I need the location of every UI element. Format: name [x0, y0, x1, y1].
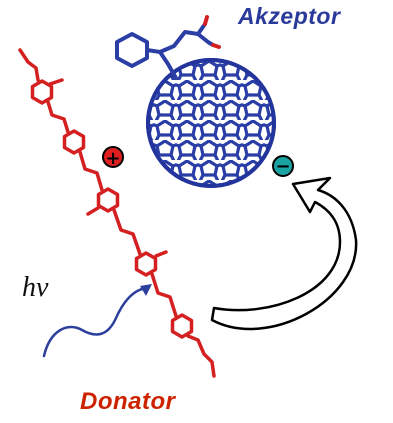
photon-wave-arrow — [42, 284, 152, 358]
polymer-end-chain — [18, 48, 40, 82]
polymer-vinylene-bond — [150, 272, 178, 318]
polymer-ring — [96, 187, 120, 213]
electron-transfer-arrow — [210, 176, 358, 331]
acceptor-label: Akzeptor — [238, 3, 341, 29]
polymer-vinylene-bond — [46, 100, 70, 134]
polymer-chain — [18, 48, 216, 378]
fullerene-side-chain — [115, 15, 221, 80]
polymer-end-chain — [186, 334, 216, 378]
donor-label: Donator — [80, 388, 176, 415]
polymer-side-group — [48, 78, 64, 86]
svg-text:+: + — [105, 148, 120, 169]
polymer-ring — [134, 251, 158, 277]
polymer-vinylene-bond — [78, 150, 104, 192]
polymer-vinylene-bond — [112, 208, 142, 256]
svg-text:−: − — [275, 156, 290, 177]
positive-charge: + — [102, 146, 124, 169]
polymer-ring — [62, 129, 86, 155]
polymer-side-group — [86, 206, 100, 216]
negative-charge: − — [272, 155, 294, 177]
polymer-ring — [30, 79, 54, 105]
polymer-ring — [170, 313, 194, 339]
light-energy-label: hν — [22, 272, 49, 303]
fullerene-molecule — [146, 58, 276, 188]
polymer-side-group — [154, 250, 168, 258]
